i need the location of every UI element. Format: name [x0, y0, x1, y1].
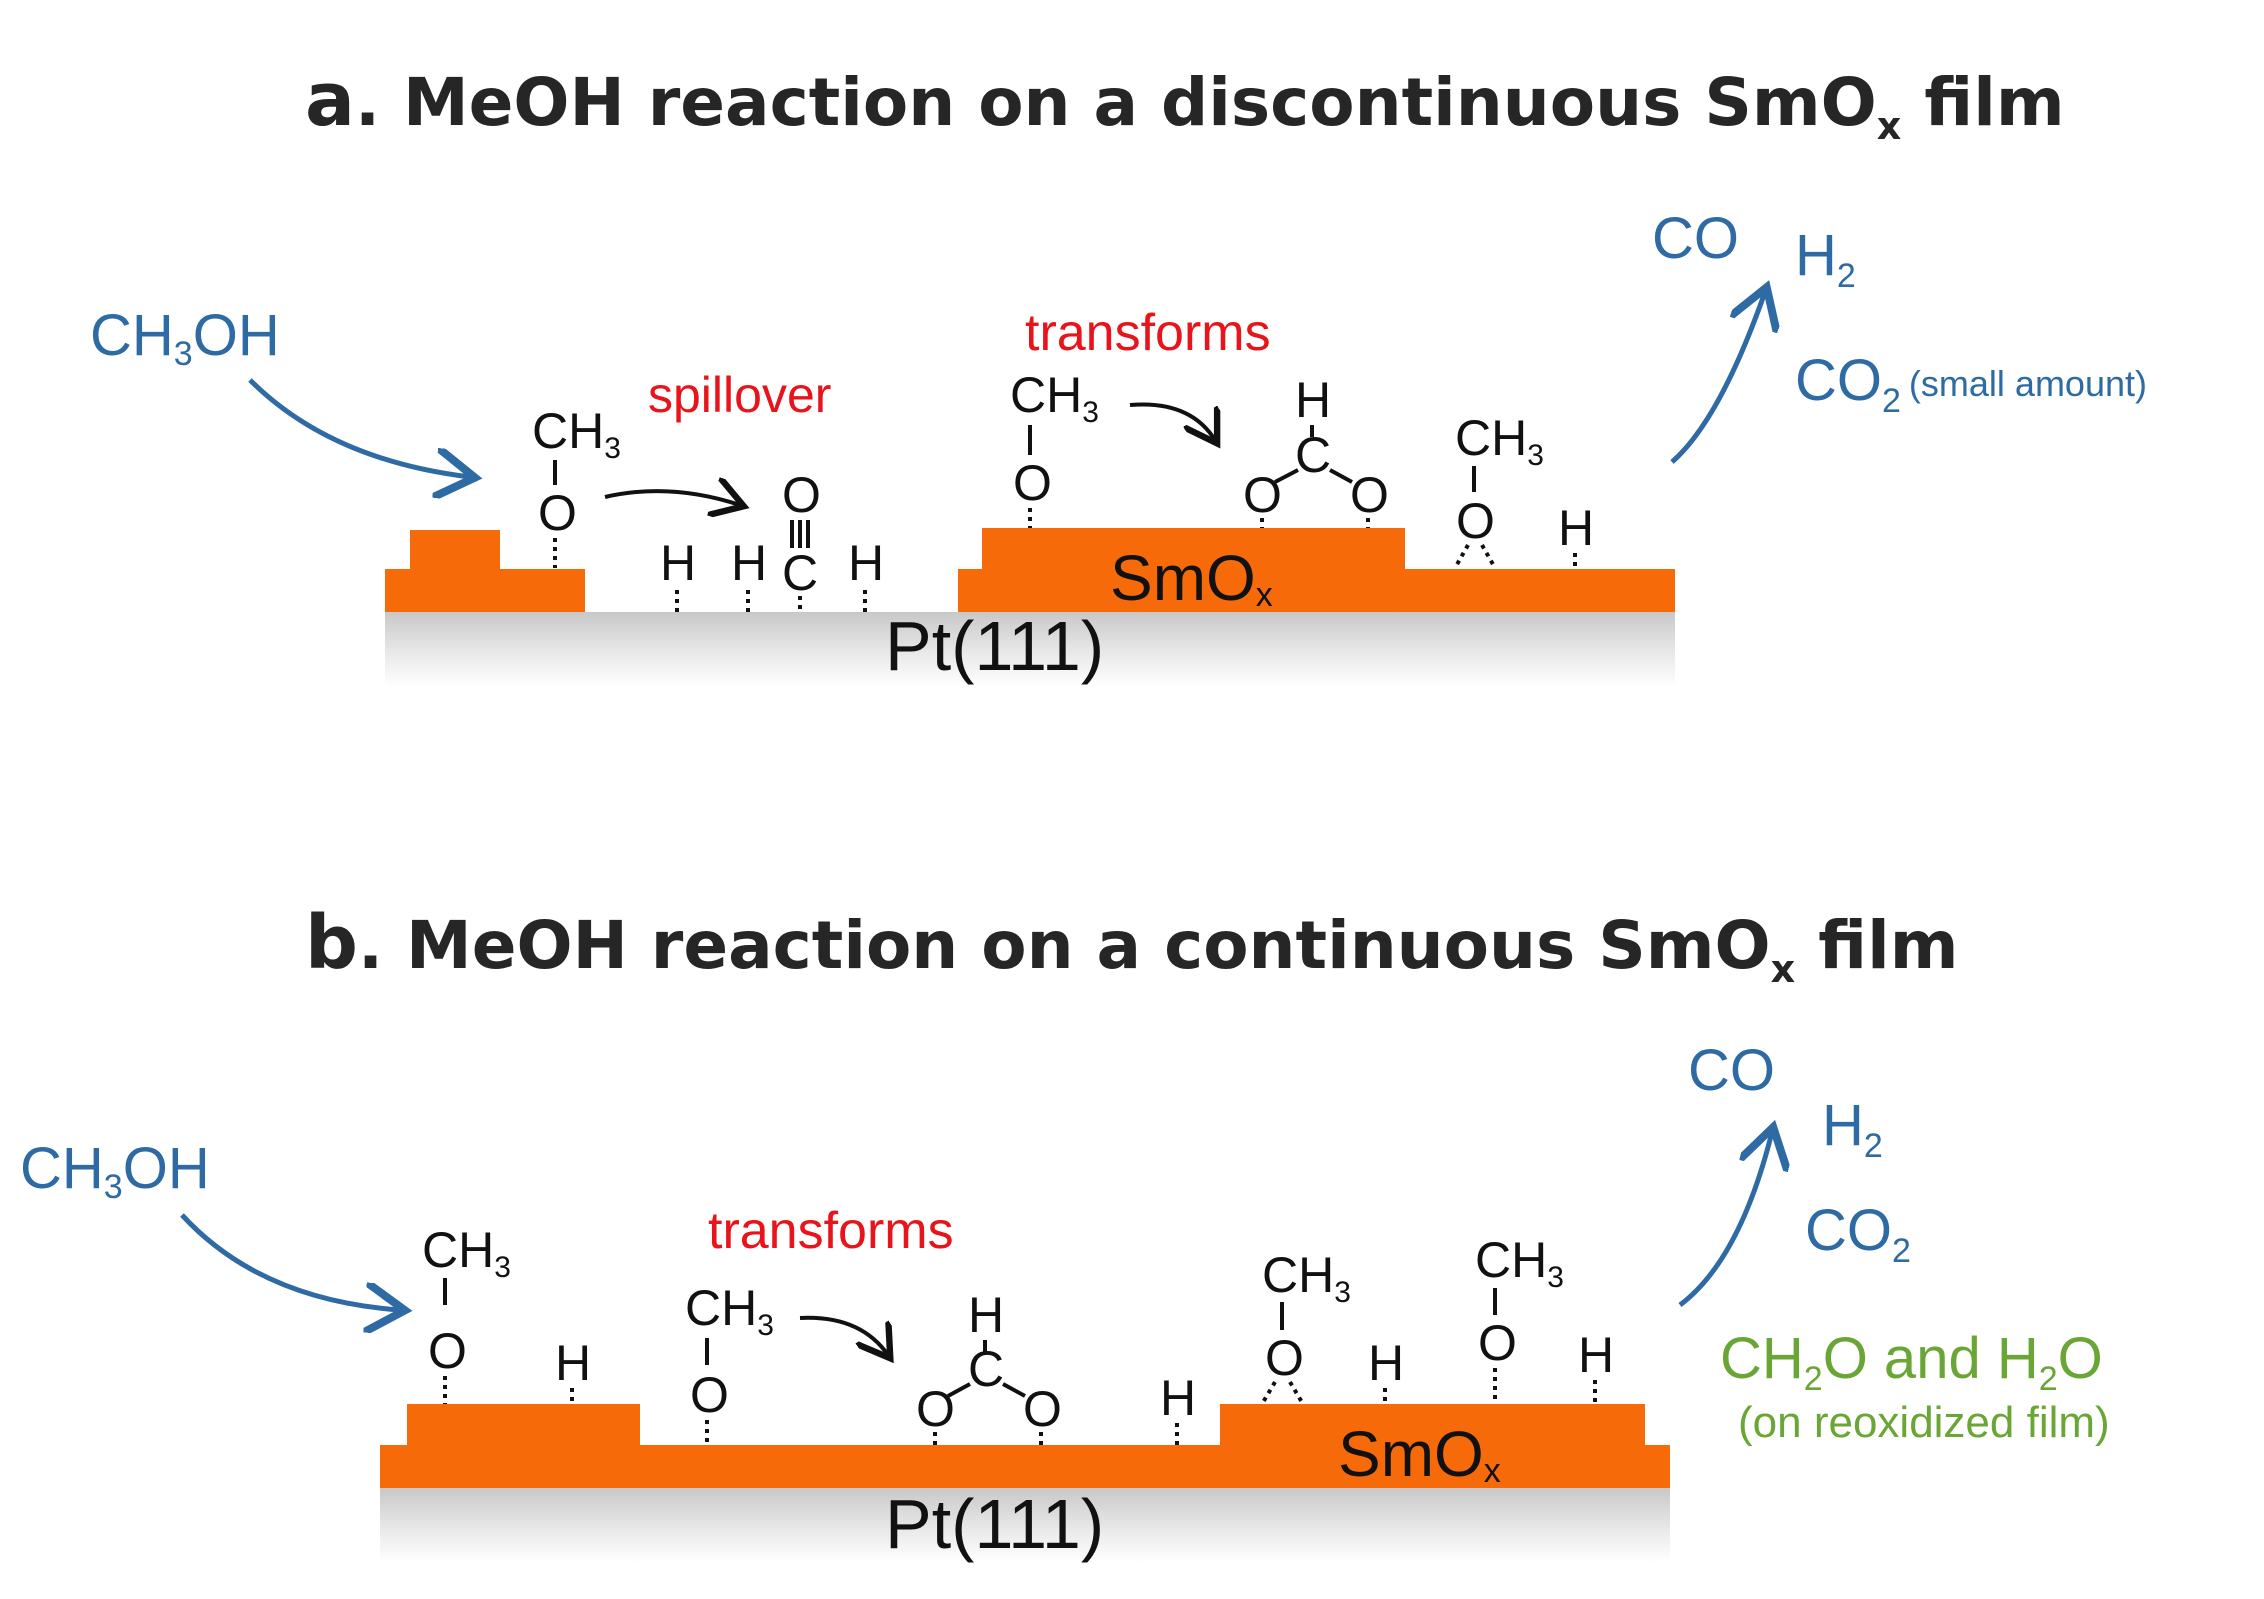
adsorption-arrow-b: [180, 1213, 400, 1310]
svg-text:H: H: [731, 535, 767, 591]
hydrogen-b1: H: [555, 1335, 591, 1404]
co2-product-a: CO2(small amount): [1795, 348, 2147, 420]
methoxy-b4: CH3 O: [1475, 1232, 1564, 1404]
pt-substrate-a: [385, 612, 1675, 687]
hydrogen-b3: H: [1368, 1335, 1404, 1404]
desorption-arrow-b: [1678, 1132, 1772, 1307]
h2-product-b: H2: [1822, 1093, 1883, 1165]
svg-text:CH3: CH3: [422, 1222, 511, 1284]
methoxy-b2: CH3 O: [685, 1280, 774, 1445]
svg-text:C: C: [968, 1341, 1004, 1397]
svg-text:H: H: [968, 1287, 1004, 1343]
hydrogen-b4: H: [1578, 1327, 1614, 1404]
methoxy-a3: CH3 O: [1453, 410, 1544, 569]
svg-text:O: O: [428, 1323, 467, 1379]
spillover-label: spillover: [648, 367, 831, 423]
panel-b-title: b. MeOH reaction on a continuous SmOx fi…: [305, 900, 1958, 991]
svg-text:O: O: [1350, 467, 1389, 523]
formate-a: H C O O: [1243, 372, 1389, 528]
svg-text:H: H: [1295, 372, 1331, 428]
co-product-a: CO: [1652, 206, 1739, 271]
svg-text:CH3: CH3: [532, 403, 621, 465]
svg-text:H: H: [1578, 1327, 1614, 1383]
methoxy-a2: CH3 O: [1010, 367, 1099, 528]
svg-text:H: H: [1368, 1335, 1404, 1391]
methoxy-a1: CH3 O: [532, 403, 621, 568]
hydrogen-b2: H: [1160, 1370, 1196, 1445]
transforms-arrow-b: [799, 1315, 888, 1355]
panel-a-title: a. MeOH reaction on a discontinuous SmOx…: [305, 57, 2065, 148]
svg-text:CH3: CH3: [1010, 367, 1099, 429]
pt111-label-b: Pt(111): [885, 1485, 1104, 1563]
smox-film-right-top-a: [982, 528, 1405, 570]
spillover-arrow: [604, 491, 740, 505]
svg-text:O: O: [1243, 467, 1282, 523]
svg-text:H: H: [848, 535, 884, 591]
svg-text:H: H: [660, 535, 696, 591]
svg-text:C: C: [782, 545, 818, 601]
smox-label-a: SmOx: [1110, 542, 1273, 614]
adsorption-arrow-a: [248, 378, 470, 477]
svg-text:O: O: [1478, 1315, 1517, 1371]
svg-text:O: O: [538, 485, 577, 541]
transforms-label-a: transforms: [1025, 304, 1271, 362]
svg-text:O: O: [690, 1367, 729, 1423]
smox-island-left-a: [385, 569, 585, 612]
smox-film-right-a: [958, 569, 1675, 612]
hydrogen-a4: H: [1558, 500, 1594, 569]
ch2o-h2o-products: CH2O and H2O: [1720, 1326, 2103, 1398]
svg-text:O: O: [1265, 1330, 1304, 1386]
pt111-label-a: Pt(111): [885, 607, 1104, 685]
svg-text:H: H: [1558, 500, 1594, 556]
transforms-arrow-a: [1129, 402, 1215, 440]
smox-island-left-top-a: [410, 530, 500, 570]
desorption-arrow-a: [1670, 292, 1765, 464]
svg-text:CH3: CH3: [1475, 1232, 1564, 1294]
h2-product-a: H2: [1795, 223, 1856, 295]
methoxy-b1: CH3 O: [422, 1222, 511, 1404]
ch3oh-label-a: CH3OH: [90, 303, 280, 373]
svg-text:H: H: [555, 1335, 591, 1391]
svg-text:O: O: [916, 1381, 955, 1437]
reoxidized-film-note: (on reoxidized film): [1738, 1398, 2110, 1447]
smox-island-left-b: [407, 1404, 640, 1446]
smox-island-right-b: [1220, 1404, 1645, 1446]
svg-text:O: O: [1456, 493, 1495, 549]
svg-text:CH3: CH3: [685, 1280, 774, 1342]
co-product-b: CO: [1688, 1038, 1775, 1103]
co2-product-b: CO2: [1805, 1198, 1911, 1270]
svg-text:CH3: CH3: [1455, 410, 1544, 472]
smox-film-b: [380, 1445, 1670, 1488]
svg-text:O: O: [1013, 455, 1052, 511]
svg-text:O: O: [1023, 1381, 1062, 1437]
methoxy-b3: CH3 O: [1260, 1247, 1351, 1406]
smox-label-b: SmOx: [1338, 1418, 1501, 1490]
panel-a: a. MeOH reaction on a discontinuous SmOx…: [90, 57, 2147, 687]
adsorbates-pt-a: H H O C H: [660, 467, 884, 612]
ch3oh-label-b: CH3OH: [20, 1136, 210, 1206]
transforms-label-b: transforms: [708, 1202, 954, 1260]
svg-text:H: H: [1160, 1370, 1196, 1426]
svg-text:O: O: [782, 467, 821, 523]
formate-b: H C O O: [916, 1287, 1062, 1445]
svg-text:C: C: [1295, 427, 1331, 483]
svg-text:CH3: CH3: [1262, 1247, 1351, 1309]
pt-substrate-b: [380, 1488, 1670, 1563]
panel-b: b. MeOH reaction on a continuous SmOx fi…: [20, 900, 2110, 1563]
